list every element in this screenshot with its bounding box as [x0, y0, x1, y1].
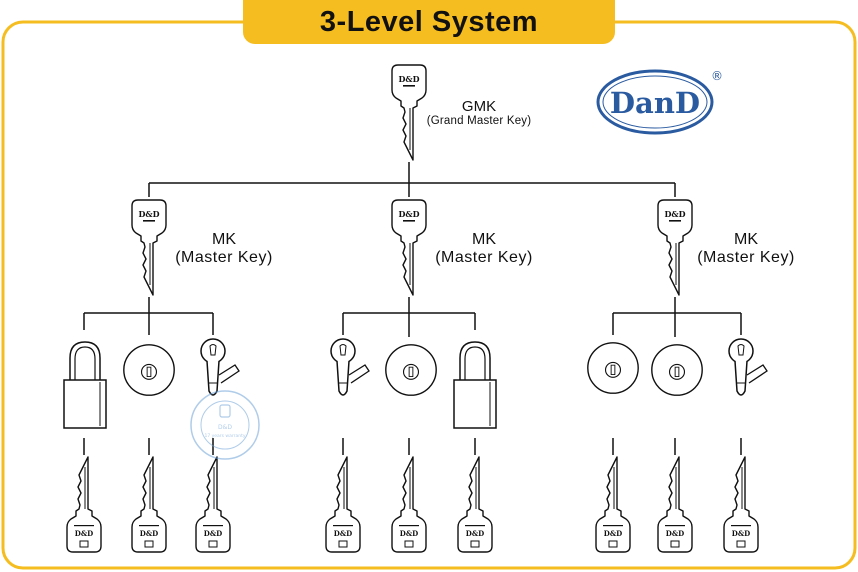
euro-cylinder-icon: [330, 338, 370, 396]
knob-cylinder-icon: [385, 344, 437, 396]
watermark-line-1: D&D: [218, 424, 232, 431]
knob-cylinder-icon: [587, 342, 639, 394]
hierarchy-lines: [83, 162, 742, 455]
mk-abbr: MK: [472, 231, 496, 248]
brand-logo-text: DanD: [610, 86, 700, 120]
page-title: 3-Level System: [319, 5, 539, 38]
mk-full: (Master Key): [175, 249, 273, 266]
mk-key-icon: [131, 199, 167, 296]
gmk-abbr: GMK: [461, 98, 497, 115]
euro-cylinder-icon: [200, 338, 240, 396]
change-key-icon: [195, 456, 231, 553]
mk-full: (Master Key): [435, 249, 533, 266]
change-key-icon: [457, 456, 493, 553]
gmk-label: GMK (Grand Master Key): [420, 98, 538, 127]
change-key-icon: [131, 456, 167, 553]
change-key-icon: [66, 456, 102, 553]
change-key-icon: [325, 456, 361, 553]
mk-label-3: MK (Master Key): [684, 231, 808, 267]
warranty-watermark: D&D 17 years warranty: [190, 390, 260, 460]
padlock-icon: [63, 341, 107, 429]
change-key-icon: [723, 456, 759, 553]
mk-full: (Master Key): [697, 249, 795, 266]
watermark-line-2: 17 years warranty: [204, 433, 245, 439]
mk-key-icon: [391, 199, 427, 296]
knob-cylinder-icon: [123, 344, 175, 396]
padlock-icon: [453, 341, 497, 429]
knob-cylinder-icon: [651, 344, 703, 396]
mk-abbr: MK: [734, 231, 758, 248]
change-key-icon: [595, 456, 631, 553]
euro-cylinder-icon: [728, 338, 768, 396]
mk-abbr: MK: [212, 231, 236, 248]
change-key-icon: [657, 456, 693, 553]
change-key-icon: [391, 456, 427, 553]
mk-label-1: MK (Master Key): [162, 231, 286, 267]
title-tab: 3-Level System: [243, 0, 615, 44]
gmk-full: (Grand Master Key): [426, 115, 532, 127]
registered-mark: ®: [711, 69, 723, 83]
brand-logo: DanD ®: [596, 69, 723, 135]
mk-label-2: MK (Master Key): [422, 231, 546, 267]
